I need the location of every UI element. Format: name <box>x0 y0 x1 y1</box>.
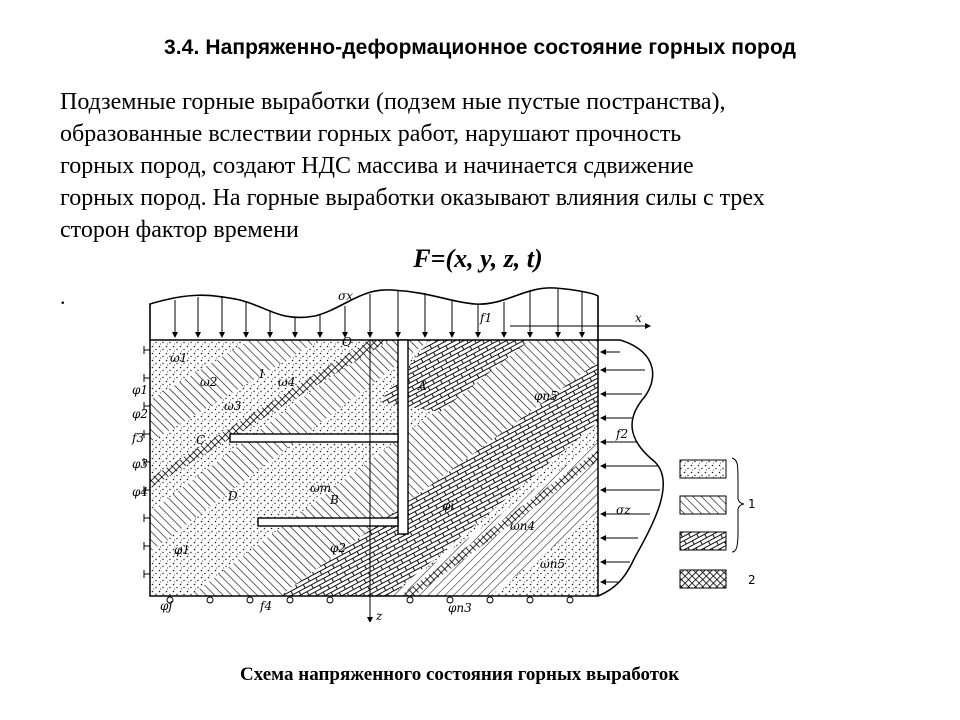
label-phi-j: φj <box>160 599 172 613</box>
label-omega3: ω3 <box>224 399 242 413</box>
slide-title: 3.4. Напряженно-деформационное состояние… <box>163 36 797 59</box>
paragraph-line: сторон фактор времени <box>60 217 299 243</box>
label-omega2: ω2 <box>200 375 217 389</box>
paragraph-line: образованные вслествии горных работ, нар… <box>60 121 682 147</box>
label-phi-n5: φn5 <box>534 389 558 403</box>
mine-openings <box>229 339 409 535</box>
legend-swatch-cross <box>679 569 727 589</box>
label-phi1: φ1 <box>132 383 148 397</box>
legend-swatch-sand <box>679 459 727 479</box>
label-f4: f4 <box>259 599 272 613</box>
label-phi2: φ2 <box>132 407 148 421</box>
label-point-b: B <box>329 493 339 507</box>
label-omega-n5: ωn5 <box>540 557 565 571</box>
formula: F=(x, y, z, t) <box>413 244 543 273</box>
label-phi3: φ3 <box>132 457 148 471</box>
figure-caption: Схема напряженного состояния горных выра… <box>240 664 680 685</box>
stress-diagram: σx x z f1 f2 f3 f4 σz ω1 ω2 ω3 ω4 ωm ωn4… <box>131 287 756 622</box>
label-phi-i: φi <box>442 499 454 513</box>
label-axis-z: z <box>375 609 383 622</box>
legend-swatch-hatch <box>679 495 727 515</box>
bullet-dot: . <box>60 284 66 309</box>
axes <box>367 323 651 622</box>
label-point-a: A <box>417 379 427 393</box>
label-f1: f1 <box>479 311 492 325</box>
label-phi-n3: φn3 <box>448 601 472 615</box>
legend-swatch-brick <box>679 531 727 551</box>
right-load-curve <box>597 339 664 597</box>
legend: 1 2 <box>679 457 756 589</box>
legend-group-1-label: 1 <box>748 497 756 511</box>
label-omega-n4: ωn4 <box>510 519 535 533</box>
block-outline <box>149 339 599 597</box>
label-sigma-z: σz <box>616 503 631 517</box>
label-omega4: ω4 <box>278 375 295 389</box>
label-sigma-x: σx <box>338 289 353 303</box>
paragraph-line: Подземные горные выработки (подзем ные п… <box>60 89 726 115</box>
paragraph-line: горных пород, создают НДС массива и начи… <box>60 153 694 179</box>
bottom-supports <box>166 596 574 604</box>
label-f2: f2 <box>615 427 628 441</box>
label-omega-m: ωm <box>310 481 331 495</box>
top-load-curve <box>149 287 599 340</box>
label-axis-x: x <box>635 311 642 325</box>
label-omega1: ω1 <box>170 351 187 365</box>
label-phi4: φ4 <box>132 485 148 499</box>
legend-group-2-label: 2 <box>748 573 756 587</box>
paragraph-line: горных пород. На горные выработки оказыв… <box>60 185 765 211</box>
rock-mass-block <box>150 340 598 596</box>
label-point-c: C <box>196 433 205 447</box>
body-paragraph: Подземные горные выработки (подзем ные п… <box>60 86 890 246</box>
label-phi-sub2: φ2 <box>330 541 346 555</box>
label-phi-sub1: φ1 <box>174 543 190 557</box>
label-point-o: O <box>342 335 352 349</box>
label-f3: f3 <box>131 431 144 445</box>
left-supports <box>143 346 150 578</box>
label-point-d: D <box>227 489 238 503</box>
legend-brace <box>731 457 745 553</box>
diagram-labels: σx x z f1 f2 f3 f4 σz ω1 ω2 ω3 ω4 ωm ωn4… <box>131 289 642 622</box>
label-num-1: 1 <box>258 367 266 381</box>
